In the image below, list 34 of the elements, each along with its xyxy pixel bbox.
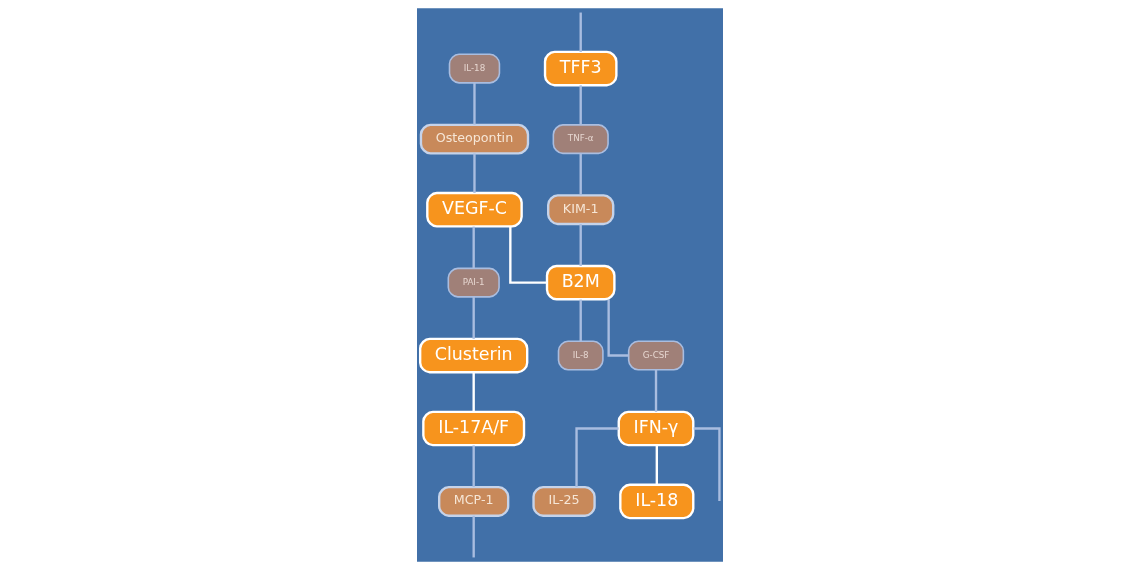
node-box: TFF3	[543, 50, 618, 87]
connector	[472, 372, 475, 412]
connector	[472, 297, 475, 339]
connector	[579, 12, 582, 52]
node-box: Osteopontin	[419, 123, 530, 155]
connector	[472, 226, 475, 269]
node-box: KIM-1	[547, 194, 615, 226]
connector	[579, 153, 582, 196]
connector	[607, 299, 629, 357]
node-box: IL-8	[557, 340, 604, 371]
node-box: MCP-1	[438, 485, 510, 517]
connector	[579, 299, 582, 342]
node-box: IFN-γ	[617, 410, 695, 447]
node-box: IL-18	[448, 53, 501, 84]
connector	[579, 85, 582, 125]
connector	[575, 427, 619, 487]
node-box: Clusterin	[419, 337, 529, 374]
connector	[473, 153, 476, 193]
connector	[473, 82, 476, 125]
node-box: PAI-1	[447, 267, 500, 298]
connector	[579, 224, 582, 266]
node-box: TNF-α	[552, 124, 609, 155]
connector	[472, 515, 475, 558]
node-box: IL-18	[619, 483, 695, 520]
node-box: B2M	[545, 264, 616, 301]
connector	[509, 226, 547, 284]
connector	[472, 445, 475, 488]
node-box: IL-25	[532, 485, 596, 517]
connector	[693, 427, 721, 501]
connector	[654, 369, 658, 412]
node-box: VEGF-C	[426, 191, 523, 228]
connector	[655, 445, 658, 485]
node-box: G-CSF	[627, 340, 685, 371]
node-box: IL-17A/F	[422, 410, 526, 447]
